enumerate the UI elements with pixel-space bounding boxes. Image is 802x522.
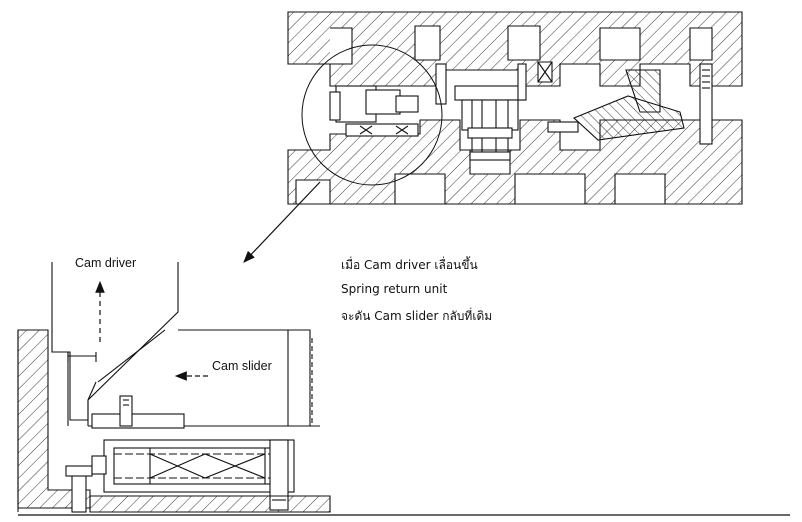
note-line-1: เมื่อ Cam driver เลื่อนขึ้น bbox=[341, 258, 478, 272]
note-line-2: Spring return unit bbox=[341, 282, 448, 296]
detail-view bbox=[17, 262, 331, 513]
cam-driver-body bbox=[51, 262, 179, 421]
cam-driver-label: Cam driver bbox=[75, 256, 137, 270]
detail-callout-circle bbox=[301, 44, 443, 186]
die-assembly-overview bbox=[287, 11, 743, 205]
spring-return-unit bbox=[103, 439, 295, 511]
cam-slider-label: Cam slider bbox=[212, 359, 272, 373]
note-line-3: จะดัน Cam slider กลับที่เดิม bbox=[341, 309, 493, 323]
detail-callout-arrow bbox=[243, 181, 321, 263]
